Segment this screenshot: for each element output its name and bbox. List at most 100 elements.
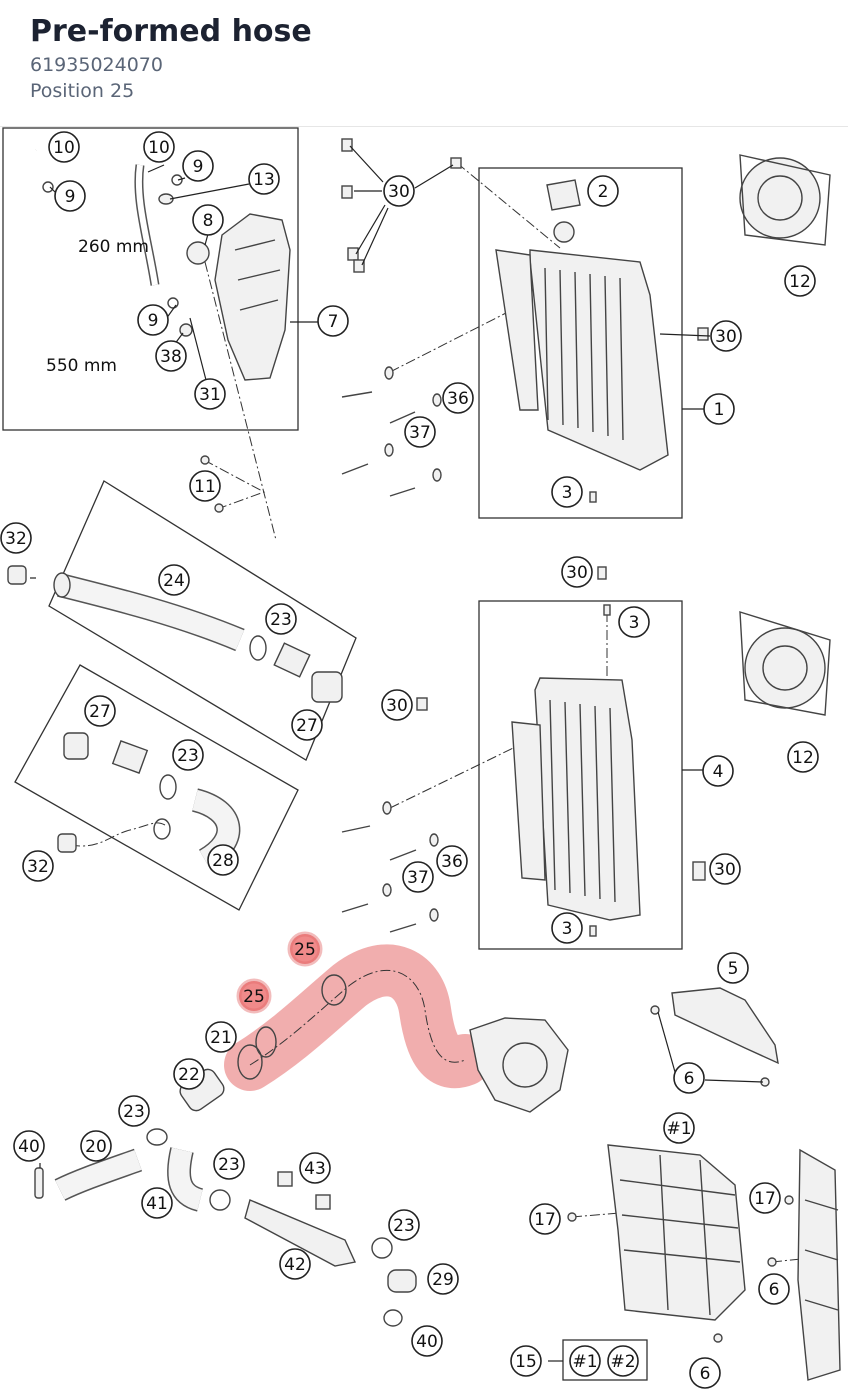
pre-formed-hose-highlight[interactable] (224, 944, 491, 1091)
thermostat-housing (273, 642, 311, 678)
callout-c23e: 23 (388, 1209, 420, 1241)
page-title: Pre-formed hose (30, 14, 312, 49)
callout-c3a: 3 (551, 476, 583, 508)
callout-label: 30 (566, 563, 588, 583)
screw-3 (589, 491, 597, 503)
kit-15-box (562, 1339, 648, 1381)
hose-24-end (53, 572, 71, 598)
callout-c1h: #1 (663, 1112, 695, 1144)
callout-label: 32 (5, 529, 27, 549)
radiator-cap (546, 179, 581, 211)
water-pump-impeller-cover (502, 1042, 548, 1088)
clip-43 (315, 1194, 331, 1210)
callout-label: 40 (416, 1332, 438, 1352)
callout-label: 29 (432, 1270, 454, 1290)
washer (429, 908, 439, 922)
page-header: Pre-formed hose 61935024070 Position 25 (0, 0, 848, 127)
callout-label: 9 (193, 157, 204, 177)
hose-clamp (153, 818, 171, 840)
callout-c17b: 17 (529, 1203, 561, 1235)
screw-11 (200, 455, 210, 465)
assembly-line (69, 822, 166, 847)
callout-c37b: 37 (402, 861, 434, 893)
hose-clamp (321, 974, 347, 1006)
callout-label: 10 (148, 138, 170, 158)
radiator-right-shroud (495, 249, 539, 411)
washer (384, 366, 394, 380)
hose-24-group-box (48, 480, 357, 761)
clip (697, 327, 709, 341)
callout-c10a: 10 (48, 131, 80, 163)
fan-lower-frame (739, 611, 831, 716)
expansion-tank-group-box (2, 127, 299, 431)
callout-label: 23 (218, 1155, 240, 1175)
callout-c2: 2 (587, 175, 619, 207)
callout-c25a[interactable]: 25 (287, 931, 323, 967)
nipple-40 (34, 1167, 44, 1199)
radiator-spoiler-right-ribs (804, 1199, 839, 1311)
water-pump-cover (469, 1017, 569, 1113)
callout-c23a: 23 (265, 603, 297, 635)
callout-c1k: #1 (569, 1345, 601, 1377)
radiator-left-group-box (478, 600, 683, 950)
callout-label: 3 (562, 483, 573, 503)
callout-label: 9 (148, 311, 159, 331)
callout-c4: 4 (702, 755, 734, 787)
bolt (389, 849, 417, 861)
hose-clamp (159, 774, 177, 800)
callout-label: 23 (270, 610, 292, 630)
expansion-tank-detail (234, 239, 281, 311)
hose-clamp (255, 1026, 277, 1058)
callout-label: 24 (163, 571, 185, 591)
hose-clamp (209, 1189, 231, 1211)
thermostat-housing-27 (111, 740, 149, 774)
clip (692, 861, 706, 881)
callout-label: 27 (89, 702, 111, 722)
radiator-right-fins (544, 267, 624, 441)
callout-c8: 8 (192, 204, 224, 236)
callout-label: 4 (713, 762, 724, 782)
callout-c30a: 30 (383, 175, 415, 207)
callout-label: 37 (409, 423, 431, 443)
callout-label: 30 (386, 696, 408, 716)
radiator-spoiler-left-ribs (619, 1154, 741, 1316)
callout-c40b: 40 (411, 1325, 443, 1357)
callout-label: 5 (728, 959, 739, 979)
callout-c6a: 6 (673, 1062, 705, 1094)
thermostat (311, 671, 343, 703)
fan-lower-hub (762, 645, 808, 691)
nipple-40 (383, 1309, 403, 1327)
screw-6 (650, 1005, 660, 1015)
clip (450, 157, 462, 169)
part-number: 61935024070 (30, 54, 163, 76)
radiator-left-fins (549, 699, 616, 903)
callout-label: 6 (769, 1280, 780, 1300)
callout-c30d: 30 (381, 689, 413, 721)
callout-c30e: 30 (709, 853, 741, 885)
hose-clamp (171, 174, 183, 186)
callout-c9a: 9 (54, 180, 86, 212)
callout-c23b: 23 (172, 739, 204, 771)
callout-label: 9 (65, 187, 76, 207)
callout-c32a: 32 (0, 522, 32, 554)
callout-label: 3 (562, 919, 573, 939)
bolt (341, 903, 369, 913)
hose-clamp (167, 297, 179, 309)
callout-c25b[interactable]: 25 (236, 978, 272, 1014)
clip (597, 566, 607, 580)
hose-clamp (146, 1128, 168, 1146)
callout-c29: 29 (427, 1263, 459, 1295)
tank-cap (186, 241, 210, 265)
callout-c7: 7 (317, 305, 349, 337)
callout-label: 15 (515, 1352, 537, 1372)
callout-label: 8 (203, 211, 214, 231)
callout-label: #1 (572, 1352, 597, 1372)
callout-label: 12 (789, 272, 811, 292)
callout-label: 7 (328, 312, 339, 332)
expansion-tank (214, 213, 291, 381)
hose-29 (387, 1269, 417, 1293)
callout-c12b: 12 (787, 741, 819, 773)
callout-c6b: 6 (758, 1273, 790, 1305)
radiator-right (529, 249, 669, 471)
hose-clamp (237, 1044, 263, 1080)
